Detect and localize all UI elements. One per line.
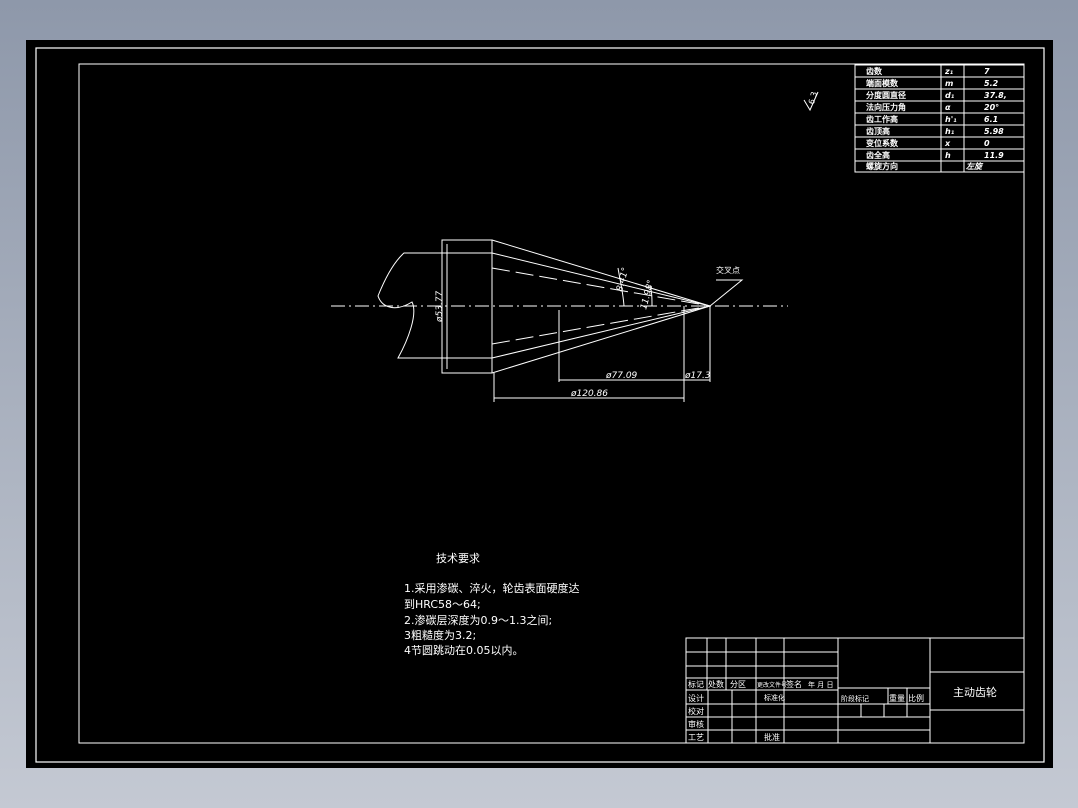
tb-date: 年 月 日 [808,680,833,689]
tb-part-name: 主动齿轮 [953,685,997,699]
param-value: 20° [984,103,999,112]
tb-approve: 批准 [764,732,780,742]
param-value: 5.2 [984,79,999,88]
param-name: 螺旋方向 [866,161,898,171]
param-value: 左旋 [966,162,984,171]
tb-process: 工艺 [688,733,704,742]
param-name: 分度圆直径 [866,90,906,100]
param-symbol: h₁ [945,127,955,136]
dim-bore-diameter: ø53.77 [435,290,445,323]
param-value: 11.9 [984,151,1004,160]
tb-weight: 重量 [889,693,905,703]
tech-requirement-line: 4节圆跳动在0.05以内。 [404,643,524,657]
dim-diameter-mid: ø77.09 [605,371,638,381]
title-block-grid [685,637,1025,744]
param-symbol: z₁ [944,67,954,76]
param-name: 齿工作高 [866,114,898,124]
param-symbol: h [945,151,951,160]
tb-stage-mark: 阶段标记 [841,694,869,703]
param-name: 齿数 [866,66,883,76]
param-value: 0 [984,139,990,148]
sheet-outer-border [35,47,1045,763]
param-symbol: d₁ [945,91,955,100]
tb-signature: 签名 [786,679,802,689]
param-table-grid [854,64,1025,173]
tb-scale: 比例 [908,693,924,703]
param-symbol: m [945,79,953,88]
dim-diameter-outer: ø120.86 [570,389,608,399]
tech-requirement-line: 到HRC58～64; [404,598,481,611]
drawing-canvas: 齿数 z₁ 7 端面模数 m 5.2 分度圆直径 d₁ 37.8, 法向压力角 … [35,47,1045,763]
gear-outline [377,239,711,382]
intersection-label: 交叉点 [716,265,740,275]
dim-small-end: ø17.3 [684,371,711,381]
param-symbol: x [944,139,951,148]
param-name: 端面模数 [866,78,899,88]
param-value: 7 [984,67,990,76]
tech-requirement-line: 3粗糙度为3.2; [404,628,476,642]
param-name: 法向压力角 [866,102,906,112]
tb-design: 设计 [688,693,704,703]
tech-requirement-line: 2.渗碳层深度为0.9～1.3之间; [404,613,552,627]
tb-mark: 标记 [688,679,704,689]
angle-arc-1 [617,267,625,307]
tb-standardize: 标准化 [764,693,785,702]
tb-review: 审核 [688,719,704,729]
param-name: 齿顶高 [866,126,890,136]
roughness-value: 6.3 [807,91,819,106]
tb-check: 校对 [688,706,704,716]
param-value: 37.8, [984,91,1007,100]
drawing-frame [78,63,1025,744]
angle-arc-2 [649,285,653,307]
roughness-symbol-icon [803,91,819,112]
param-symbol: h'₁ [945,115,957,124]
tb-count: 处数 [708,679,724,689]
dim-angle-1: 8.41° [615,266,631,292]
param-value: 5.98 [984,127,1004,136]
tb-zone: 分区 [730,680,746,689]
tb-change-doc: 更改文件号 [757,681,787,689]
intersection-leader [709,279,744,307]
param-value: 6.1 [984,115,998,124]
dimension-lines [446,244,711,402]
cad-viewport[interactable]: 齿数 z₁ 7 端面模数 m 5.2 分度圆直径 d₁ 37.8, 法向压力角 … [26,40,1053,768]
param-symbol: α [945,103,951,112]
tech-requirements-title: 技术要求 [436,552,480,565]
param-name: 变位系数 [866,138,899,148]
param-name: 齿全高 [866,150,890,160]
tech-requirement-line: 1.采用渗碳、淬火，轮齿表面硬度达 [404,581,580,595]
